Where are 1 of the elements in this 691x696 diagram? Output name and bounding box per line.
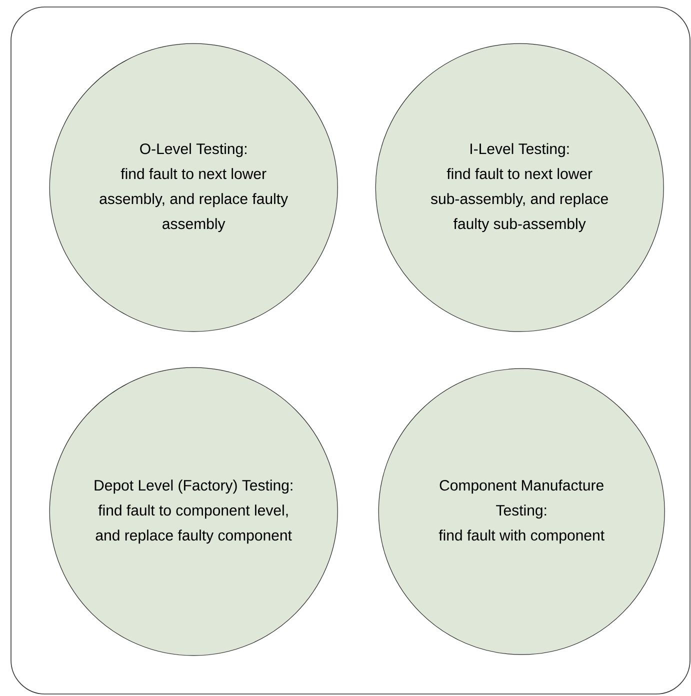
frame-box bbox=[10, 6, 690, 694]
